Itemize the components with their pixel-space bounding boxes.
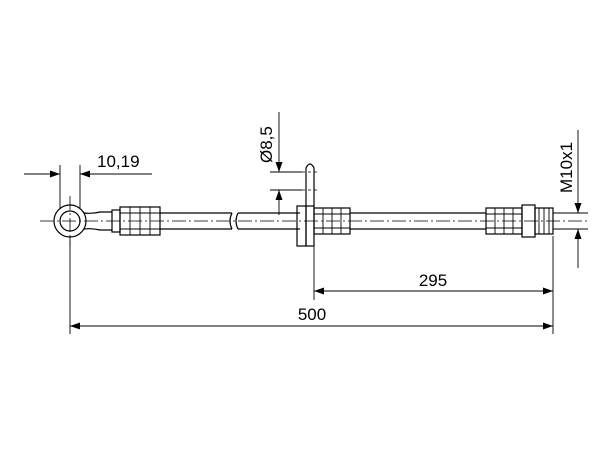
overall-length-label: 500	[298, 305, 326, 324]
hose-segment-right	[350, 212, 486, 230]
threaded-end-fitting	[521, 204, 554, 238]
middle-crimp-ferrule	[313, 207, 351, 235]
overall-length-dimension	[69, 236, 553, 334]
hose-segment-left	[160, 212, 300, 230]
bracket-to-end-label: 295	[419, 271, 447, 290]
bore-diameter-dimension	[270, 112, 320, 215]
left-crimp-ferrule	[111, 206, 161, 236]
bracket-to-end-dimension	[313, 236, 554, 334]
thread-dimension	[553, 130, 588, 268]
eye-width-dimension	[24, 165, 152, 208]
bore-diameter-label: Ø8,5	[257, 126, 276, 163]
mounting-bracket	[296, 163, 315, 247]
thread-label: M10x1	[557, 142, 576, 193]
eye-width-label: 10,19	[97, 152, 140, 171]
